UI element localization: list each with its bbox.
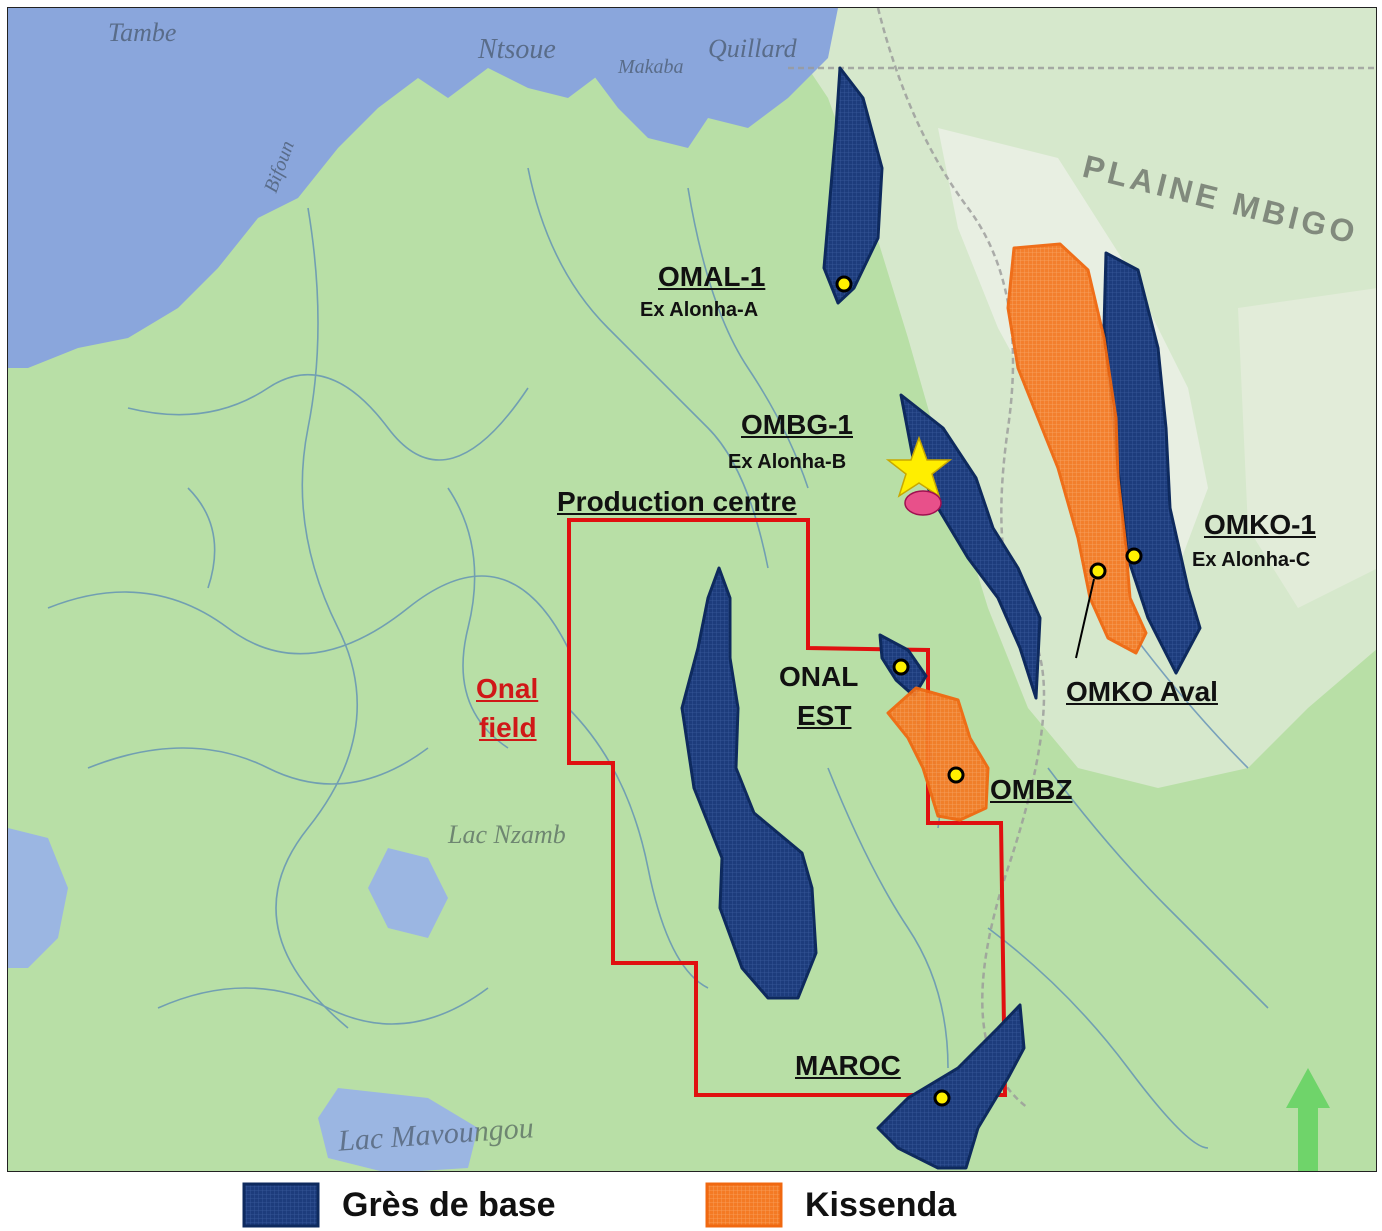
legend-label-gres-de-base: Grès de base (342, 1185, 556, 1224)
label-ombg-1-former: Ex Alonha-B (728, 451, 847, 473)
well-omko-aval (1089, 562, 1107, 580)
north-arrow-icon (1286, 1068, 1330, 1171)
highland-east (1238, 288, 1376, 608)
legend-label-kissenda: Kissenda (805, 1185, 957, 1224)
legend-swatch-gres-de-base (242, 1182, 320, 1228)
map-legend: Grès de base Kissenda (0, 1175, 1382, 1231)
label-ombg-1[interactable]: OMBG-1 (741, 409, 853, 440)
map-canvas[interactable] (8, 8, 1377, 1172)
onal-field-boundary[interactable] (567, 518, 1008, 1097)
label-omal-1-former: Ex Alonha-A (640, 299, 759, 321)
well-omko-1 (1125, 547, 1143, 565)
omko-aval-leader-line (1075, 578, 1095, 659)
kissenda-polygon-ombz (886, 686, 990, 822)
place-quillard: Quillard (708, 34, 797, 63)
place-tambe: Tambe (108, 18, 177, 47)
gres-polygon-onal (680, 566, 818, 1000)
lake-nzamb (368, 848, 448, 938)
label-omal-1[interactable]: OMAL-1 (658, 261, 766, 292)
production-centre-star-icon[interactable] (885, 435, 953, 498)
label-production-centre[interactable]: Production centre (557, 486, 797, 517)
label-ombz[interactable]: OMBZ (990, 774, 1073, 805)
label-onal-est-line1[interactable]: ONAL (779, 661, 859, 692)
river-network (47, 167, 1269, 1149)
label-onal-field-line2[interactable]: field (479, 712, 537, 743)
well-markers[interactable] (835, 275, 1143, 1107)
label-onal-est-line2[interactable]: EST (797, 700, 852, 731)
well-onal-est (892, 658, 910, 676)
place-lac-nzamb: Lac Nzamb (448, 820, 566, 849)
lake-north (8, 8, 708, 368)
legend-item-gres-de-base[interactable]: Grès de base (242, 1181, 556, 1229)
place-makaba: Makaba (618, 56, 684, 78)
label-omko-1[interactable]: OMKO-1 (1204, 509, 1316, 540)
label-maroc[interactable]: MAROC (795, 1050, 901, 1081)
well-omal-1 (835, 275, 853, 293)
lake-mavoungou (318, 1088, 478, 1171)
legend-item-kissenda[interactable]: Kissenda (705, 1181, 956, 1229)
legend-swatch-kissenda (705, 1182, 783, 1228)
lake-north-inlet (568, 8, 838, 148)
lake-west (8, 828, 68, 968)
place-ntsoue: Ntsoue (478, 34, 556, 65)
label-omko-aval[interactable]: OMKO Aval (1066, 676, 1218, 707)
label-onal-field-line1[interactable]: Onal (476, 673, 539, 704)
production-site-marker[interactable] (904, 490, 942, 516)
label-omko-1-former: Ex Alonha-C (1192, 549, 1311, 571)
kissenda-polygon-omko-aval (1006, 242, 1148, 655)
map-frame: Tambe Ntsoue Makaba Quillard PLAINE MBIG… (7, 7, 1377, 1172)
kissenda-polygons[interactable] (886, 242, 1148, 822)
well-ombz (947, 766, 965, 784)
gres-polygon-omal (822, 66, 884, 305)
well-maroc (933, 1089, 951, 1107)
gres-polygon-maroc (876, 1003, 1026, 1170)
